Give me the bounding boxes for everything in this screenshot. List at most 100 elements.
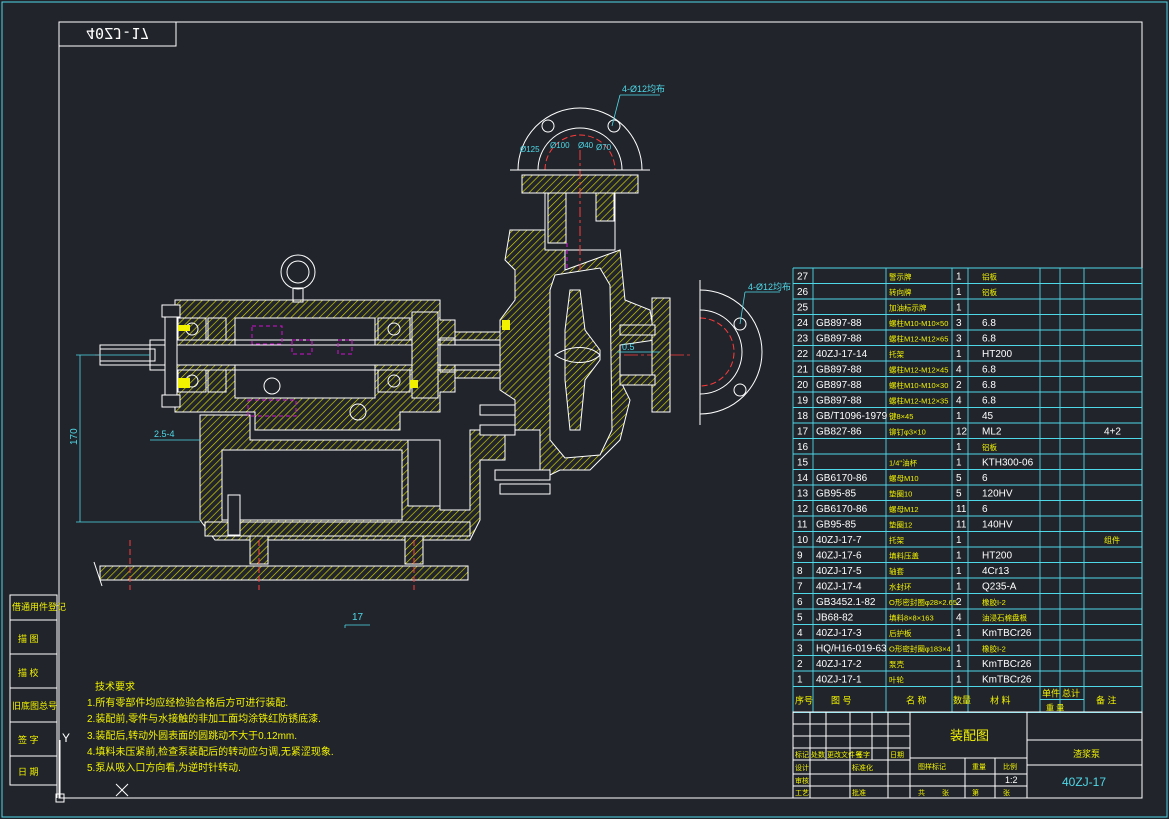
bom-material: 橡胶I-2 xyxy=(982,597,1006,607)
tb-label-sign: 签字 xyxy=(856,750,870,759)
bom-qty: 1 xyxy=(956,551,962,562)
bom-name: 铆钉φ3×10 xyxy=(889,427,926,437)
bom-name: 螺柱M12-M12×35 xyxy=(889,396,948,406)
balloon-17: 17 xyxy=(352,612,364,623)
tb-label-mark: 标记 xyxy=(795,750,809,759)
tb-label-weight: 重量 xyxy=(972,763,986,771)
note-3: 3.装配后,转动外圆表面的圆跳动不大于0.12mm. xyxy=(87,729,297,742)
bom-name: 螺母M12 xyxy=(889,504,919,514)
tb-label-sheet: 张 xyxy=(1003,788,1010,797)
bom-no: 20 xyxy=(797,380,809,391)
pump-assembly: 4-Ø12均布 4-Ø12均布 Ø125 Ø100 Ø40 Ø70 0.5 2.… xyxy=(69,83,791,628)
tb-label-docno: 更改文件号 xyxy=(827,750,862,759)
tb-label-std: 标准化 xyxy=(852,763,873,772)
tb-label-approve: 批准 xyxy=(852,788,866,797)
bom-qty: 3 xyxy=(956,318,962,329)
bom-note: 组件 xyxy=(1104,535,1120,545)
bom-qty: 1 xyxy=(956,349,962,360)
bom-code: GB897-88 xyxy=(816,318,862,329)
scale-value: 1:2 xyxy=(1005,775,1018,785)
bom-name: 垫圈12 xyxy=(889,520,912,530)
bom-no: 5 xyxy=(797,613,803,624)
bom-name: 轴套 xyxy=(889,566,904,576)
bom-name: 键8×45 xyxy=(889,411,913,421)
bom-name: 后护板 xyxy=(889,628,912,638)
bom-material: Q235-A xyxy=(982,582,1017,593)
bom-material: 6.8 xyxy=(982,396,996,407)
bom-code: GB897-88 xyxy=(816,396,862,407)
number-mirror: 40ZJ-17 xyxy=(86,24,149,42)
studs xyxy=(161,304,551,536)
bom-qty: 2 xyxy=(956,380,962,391)
bom-header-cell: 备 注 xyxy=(1096,695,1117,706)
bom-qty: 11 xyxy=(956,520,967,531)
bom-code: 40ZJ-17-7 xyxy=(816,535,862,546)
bom-no: 27 xyxy=(797,272,809,283)
bom-material: KmTBCr26 xyxy=(982,659,1032,670)
bom-material: 6.8 xyxy=(982,365,996,376)
bom-qty: 5 xyxy=(956,473,962,484)
dim-d70: Ø70 xyxy=(596,143,612,152)
bom-qty: 1 xyxy=(956,566,962,577)
bom-name: O形密封圈φ183×4 xyxy=(889,644,951,654)
side-label-2: 描 图 xyxy=(18,633,39,644)
bom-code: HQ/H16-019-63 xyxy=(816,644,887,655)
bom-no: 1 xyxy=(797,675,803,686)
bom-material: 120HV xyxy=(982,489,1013,500)
bom-qty: 1 xyxy=(956,582,962,593)
bom-name: 警示牌 xyxy=(889,272,912,282)
side-strip: 借通用件登记 描 图 描 校 旧底图总号 签 字 日 期 xyxy=(9,594,66,798)
bom-code: JB68-82 xyxy=(816,613,854,624)
dim-d125: Ø125 xyxy=(520,145,540,154)
tb-label-review: 审核 xyxy=(795,776,809,785)
ucs-icon: Y xyxy=(55,731,129,803)
drawing-no: 40ZJ-17 xyxy=(1062,775,1106,789)
tb-label-stage: 图样标记 xyxy=(918,762,946,771)
bom-no: 4 xyxy=(797,628,803,639)
bom-header-cell: 图 号 xyxy=(831,696,852,706)
bom-header-cell: 材 料 xyxy=(990,695,1011,706)
bom-qty: 1 xyxy=(956,411,962,422)
side-label-6: 日 期 xyxy=(18,767,39,777)
bom-qty: 1 xyxy=(956,458,962,469)
impeller xyxy=(564,289,601,431)
bom-code: 40ZJ-17-6 xyxy=(816,551,862,562)
tb-label-process: 工艺 xyxy=(795,789,809,797)
bom-no: 3 xyxy=(797,644,803,655)
bom-name: 螺母M10 xyxy=(889,473,919,483)
bom-material: 铝板 xyxy=(982,272,997,282)
bom-no: 26 xyxy=(797,287,809,298)
bom-qty: 1 xyxy=(956,442,962,453)
bom-material: 4Cr13 xyxy=(982,566,1010,577)
bom-qty: 1 xyxy=(956,272,962,283)
bom-no: 11 xyxy=(797,520,808,531)
bom-code: 40ZJ-17-5 xyxy=(816,566,862,577)
bom-note: 4+2 xyxy=(1104,427,1121,438)
bom-name: 螺柱M12-M12×45 xyxy=(889,365,948,375)
bom-qty: 4 xyxy=(956,365,962,376)
bom-qty: 1 xyxy=(956,659,962,670)
lifting-eye xyxy=(280,254,316,303)
bom-header-cell: 名 称 xyxy=(906,695,927,706)
number-box xyxy=(58,21,177,47)
bom-qty: 4 xyxy=(956,613,962,624)
bom-code: GB897-88 xyxy=(816,334,862,345)
bom-code: GB897-88 xyxy=(816,365,862,376)
bom-no: 2 xyxy=(797,659,803,670)
bom-qty: 1 xyxy=(956,675,962,686)
bom-qty: 3 xyxy=(956,334,962,345)
bom-no: 12 xyxy=(797,504,809,515)
note-4: 4.填料未压紧前,检查泵装配后的转动应匀调,无紧涩现象. xyxy=(87,745,334,758)
bom-code: GB95-85 xyxy=(816,520,856,531)
dim-height: 170 xyxy=(69,428,80,445)
bom-material: KmTBCr26 xyxy=(982,675,1032,686)
tb-label-date: 日期 xyxy=(890,751,904,759)
bom-qty: 1 xyxy=(956,535,962,546)
technical-notes: 技术要求 1.所有零部件均应经检验合格后方可进行装配. 2.装配前,零件与水接触… xyxy=(87,680,334,774)
bom-material: 140HV xyxy=(982,520,1013,531)
tb-label-scale: 比例 xyxy=(1003,762,1017,771)
dimension-lines xyxy=(76,94,780,628)
note-1: 1.所有零部件均应经检验合格后方可进行装配. xyxy=(87,696,288,709)
